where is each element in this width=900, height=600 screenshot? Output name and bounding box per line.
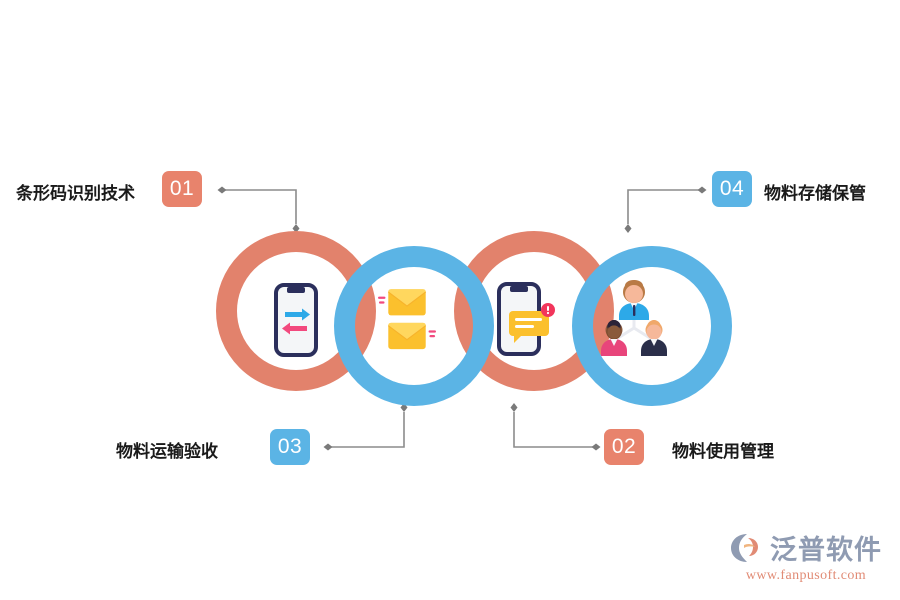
phone-chat-notification-icon: [496, 281, 558, 359]
envelopes-icon: [378, 283, 436, 359]
fanpu-swoosh-logo-icon: [731, 533, 758, 562]
step-label-01: 条形码识别技术: [16, 184, 135, 204]
watermark-brand: 泛普软件: [770, 535, 882, 566]
phone-data-transfer-icon: [270, 281, 322, 359]
watermark: 泛普软件 www.fanpusoft.com: [730, 528, 882, 584]
watermark-url: www.fanpusoft.com: [745, 568, 867, 583]
step-label-02: 物料使用管理: [672, 442, 774, 462]
step-badge-04: 04: [712, 171, 752, 207]
step-label-04: 物料存储保管: [764, 184, 866, 204]
team-group-icon: [592, 278, 676, 360]
step-label-03: 物料运输验收: [116, 442, 218, 462]
step-badge-02: 02: [604, 429, 644, 465]
step-badge-03: 03: [270, 429, 310, 465]
step-badge-01: 01: [162, 171, 202, 207]
